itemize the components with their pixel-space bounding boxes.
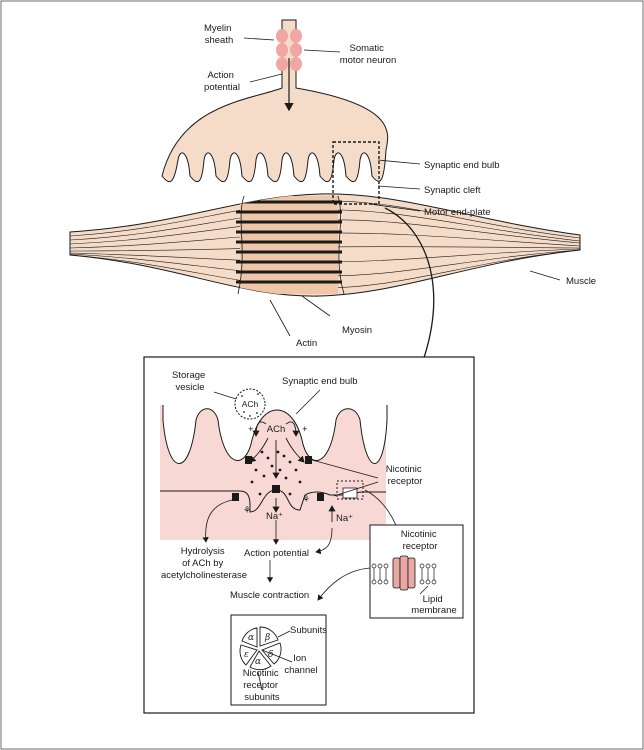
subunit-beta: β xyxy=(264,633,270,643)
ach-diffusion-arrow xyxy=(285,437,305,463)
membrane-band xyxy=(160,405,386,540)
label-myosin: Myosin xyxy=(342,325,372,336)
muscle xyxy=(69,193,581,297)
myelin-segment xyxy=(276,43,288,57)
label-na-plus: Na⁺ xyxy=(336,513,353,524)
storage-vesicle: ACh xyxy=(234,388,266,420)
ach-release-arrow xyxy=(252,421,267,437)
label-synaptic-cleft: Synaptic cleft xyxy=(424,185,481,196)
label-myelin-sheath: Myelin sheath xyxy=(204,23,234,46)
myelin-segment xyxy=(276,29,288,43)
label-action-potential: Action potential xyxy=(204,70,240,93)
label-ion-channel: Ion channel xyxy=(284,653,317,676)
label-muscle-contraction: Muscle contraction xyxy=(230,590,309,601)
plus-sign: + xyxy=(302,424,308,435)
plus-sign: + xyxy=(248,424,254,435)
myelin-segment xyxy=(276,57,288,71)
end-bulb-membrane xyxy=(162,405,388,464)
label-ach: ACh xyxy=(267,424,285,435)
lipid-bilayer xyxy=(371,563,437,585)
myelin-segment xyxy=(290,29,302,43)
myelin-segment xyxy=(290,57,302,71)
subunit-zoom-arrow xyxy=(317,567,371,601)
ach-release-arrow xyxy=(285,421,300,437)
nicotinic-receptor xyxy=(317,493,324,501)
acetylcholinesterase-glyph: ⚘ xyxy=(243,505,251,515)
label-na-plus: Na⁺ xyxy=(266,511,283,522)
subunit-delta: δ xyxy=(268,650,273,660)
label-actin: Actin xyxy=(296,338,317,349)
label-storage-vesicle: Storage vesicle xyxy=(172,370,208,393)
presynaptic-transporter xyxy=(305,456,312,464)
subunit-alpha: α xyxy=(255,657,261,667)
receptor-inset xyxy=(369,524,464,619)
nicotinic-receptor xyxy=(272,485,280,493)
svg-text:ACh: ACh xyxy=(242,399,259,409)
label-synaptic-end-bulb: Synaptic end bulb xyxy=(424,160,500,171)
myelin-segment xyxy=(290,43,302,57)
label-nicotinic-receptor: Nicotinic receptor xyxy=(386,464,425,487)
label-lipid-membrane: Lipid membrane xyxy=(411,594,456,616)
label-somatic-motor-neuron: Somatic motor neuron xyxy=(340,43,397,66)
label-receptor-inset-title: Nicotinic receptor xyxy=(401,529,440,552)
label-nicotinic-receptor-subunits: Nicotinic receptor subunits xyxy=(243,668,282,703)
muscle-membrane xyxy=(160,489,386,513)
label-subunits: Subunits xyxy=(290,625,327,636)
ach-molecules xyxy=(250,450,302,496)
somatic-motor-neuron xyxy=(161,19,389,183)
action-potential-arrow xyxy=(315,527,333,555)
presynaptic-transporter xyxy=(245,456,252,464)
label-motor-end-plate: Motor end-plate xyxy=(424,207,491,218)
selection-box xyxy=(332,141,380,205)
label-action-potential-detail: Action potential xyxy=(244,548,309,559)
label-hydrolysis: Hydrolysis of ACh by acetylcholinesteras… xyxy=(161,546,247,581)
hydrolysis-arrow xyxy=(202,499,233,543)
label-muscle: Muscle xyxy=(566,276,596,287)
receptor-zoom-box xyxy=(336,480,364,500)
nicotinic-receptor xyxy=(232,493,239,501)
label-synaptic-end-bulb-detail: Synaptic end bulb xyxy=(282,376,358,387)
acetylcholinesterase-glyph: ⚘ xyxy=(302,494,310,504)
receptor-channel xyxy=(392,555,416,591)
subunit-epsilon: ε xyxy=(244,650,249,660)
subunit-alpha: α xyxy=(248,633,254,643)
